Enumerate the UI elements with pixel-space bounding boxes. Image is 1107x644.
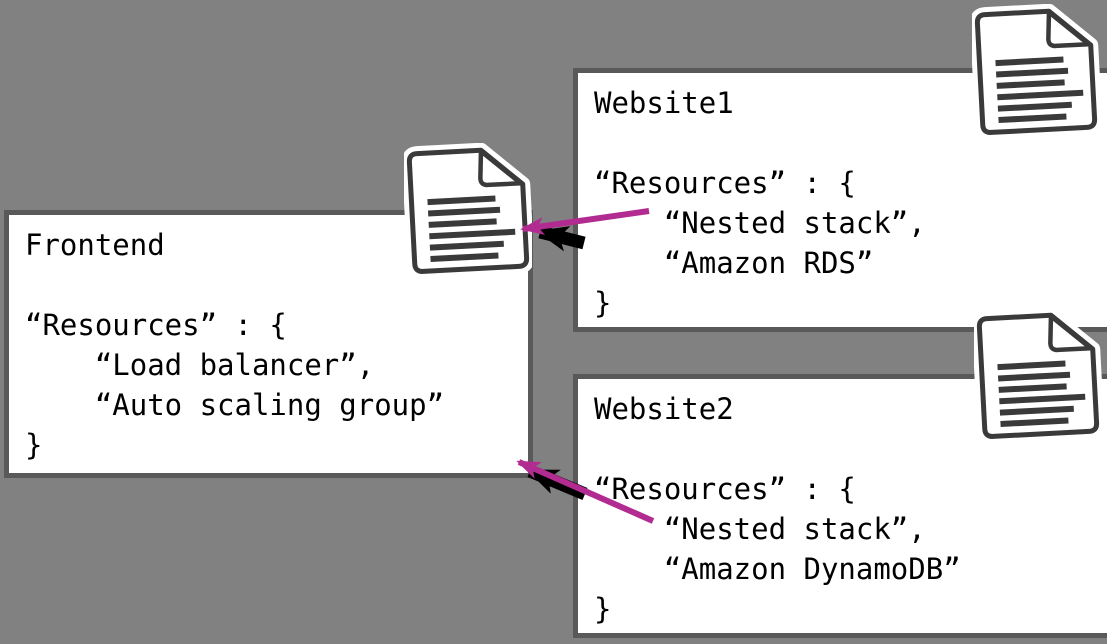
document-text-lines bbox=[997, 360, 1086, 428]
code-line: “Resources” : { bbox=[25, 308, 287, 342]
code-line: “Resources” : { bbox=[594, 472, 856, 506]
document-text-lines bbox=[995, 56, 1084, 124]
code-line: “Amazon DynamoDB” bbox=[594, 552, 961, 586]
code-line: “Resources” : { bbox=[594, 166, 856, 200]
code-line: “Nested stack”, bbox=[594, 206, 926, 240]
stack-title-frontend: Frontend bbox=[25, 228, 165, 262]
document-text-lines bbox=[427, 195, 516, 263]
code-line: “Load balancer”, bbox=[25, 348, 375, 382]
document-icon bbox=[971, 307, 1105, 446]
stack-title-website2: Website2 bbox=[594, 392, 734, 426]
document-icon bbox=[401, 142, 535, 281]
stack-code-website2: “Resources” : { “Nested stack”, “Amazon … bbox=[594, 469, 1107, 629]
code-line: } bbox=[594, 286, 612, 320]
stack-code-frontend: “Resources” : { “Load balancer”, “Auto s… bbox=[25, 305, 528, 465]
code-line: “Amazon RDS” bbox=[594, 246, 874, 280]
stack-code-website1: “Resources” : { “Nested stack”, “Amazon … bbox=[594, 163, 1107, 323]
code-line: “Nested stack”, bbox=[594, 512, 926, 546]
code-line: } bbox=[594, 592, 612, 626]
code-line: “Auto scaling group” bbox=[25, 388, 445, 422]
document-icon bbox=[969, 3, 1103, 142]
code-line: } bbox=[25, 428, 43, 462]
stack-title-website1: Website1 bbox=[594, 86, 734, 120]
